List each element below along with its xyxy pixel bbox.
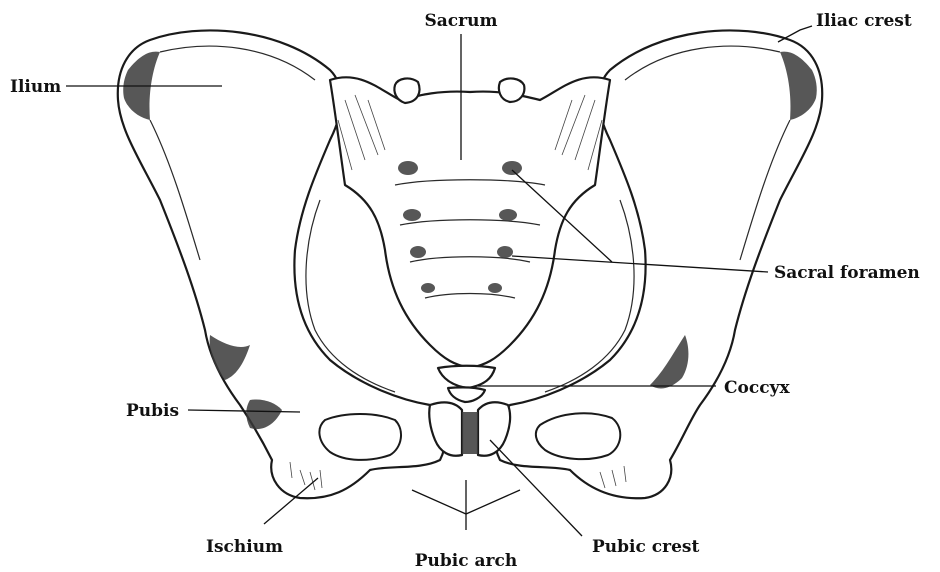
leader-iliac-crest	[778, 26, 812, 42]
coccyx-bone	[438, 366, 495, 402]
label-iliac-crest: Iliac crest	[816, 11, 912, 31]
label-coccyx: Coccyx	[724, 378, 790, 398]
label-pubic-arch: Pubic arch	[415, 551, 517, 571]
pelvis-illustration	[118, 30, 822, 498]
label-ischium: Ischium	[206, 537, 283, 557]
label-pubis: Pubis	[126, 401, 179, 421]
sacrum-bone	[330, 77, 610, 368]
label-ilium: Ilium	[10, 77, 61, 97]
label-sacral-foramen: Sacral foramen	[774, 263, 920, 283]
label-sacrum: Sacrum	[425, 11, 498, 31]
label-pubic-crest: Pubic crest	[592, 537, 699, 557]
